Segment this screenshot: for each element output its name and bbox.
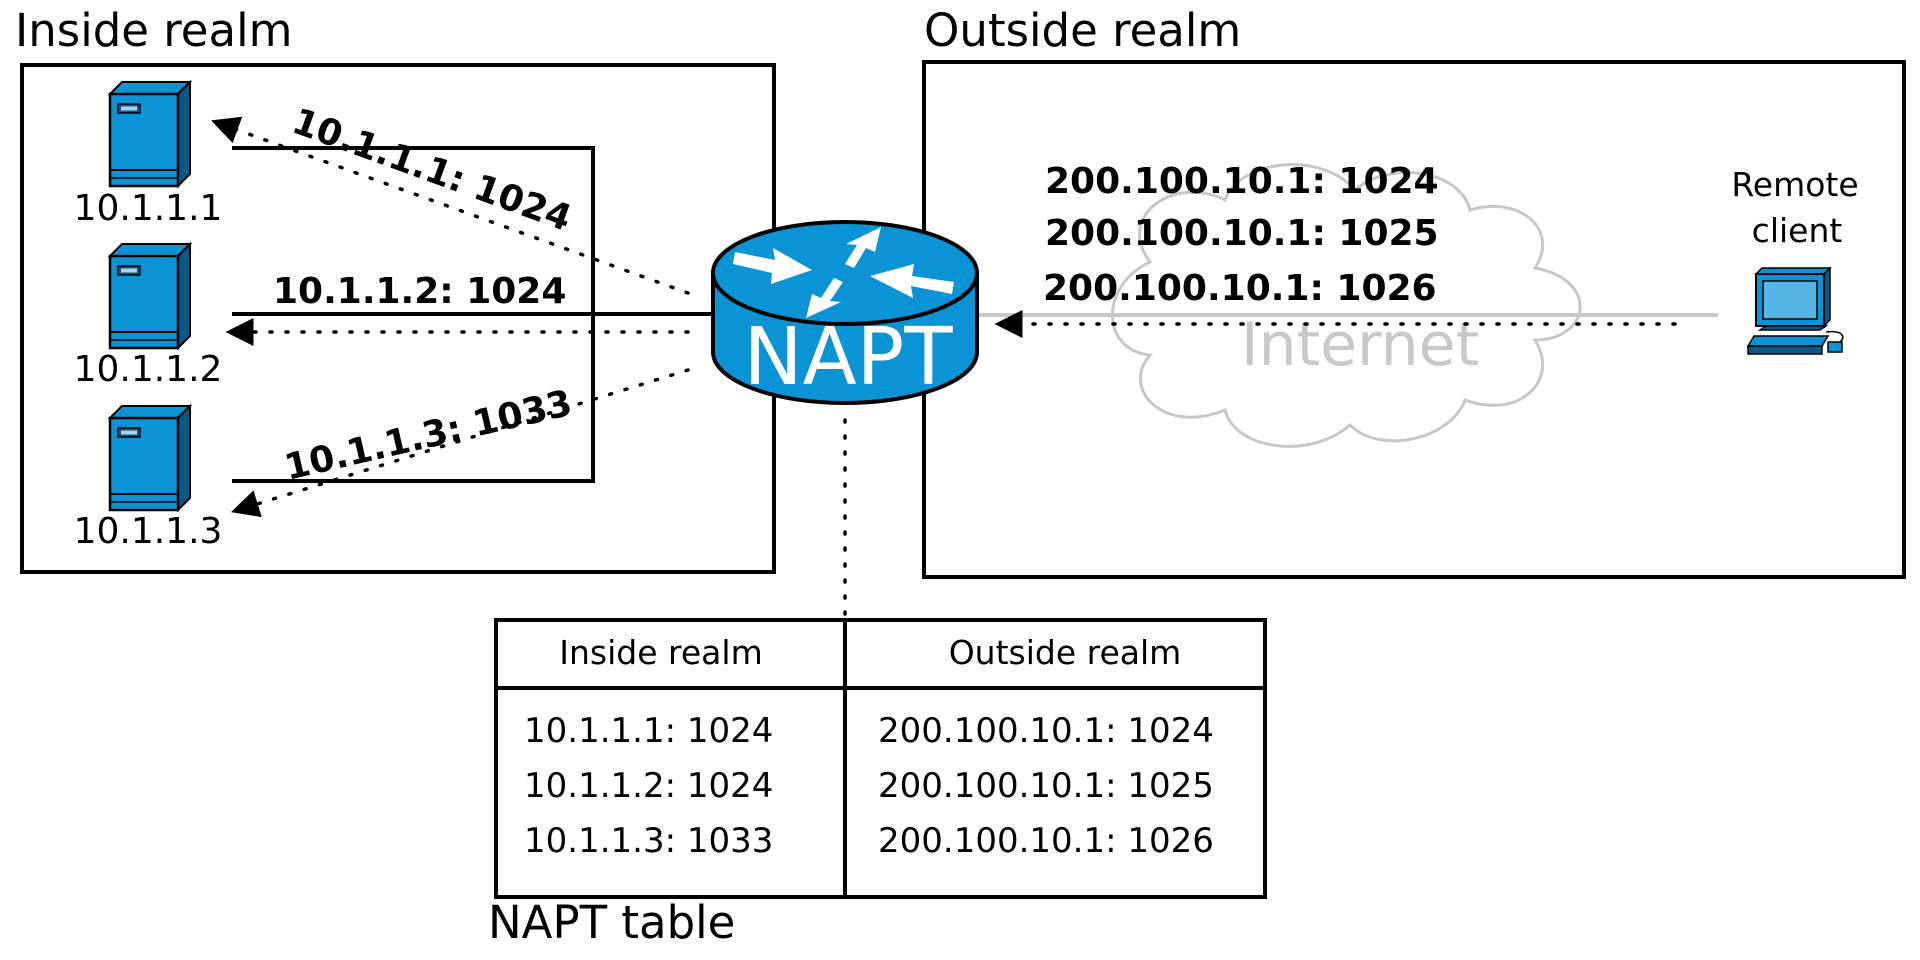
host-label: 10.1.1.1 <box>74 188 223 229</box>
table-cell: 10.1.1.1: 1024 <box>524 711 773 751</box>
internet-label: Internet <box>1241 310 1479 380</box>
router-label: NAPT <box>743 311 953 403</box>
table-cell: 200.100.10.1: 1024 <box>878 711 1214 751</box>
table-cell: 10.1.1.3: 1033 <box>524 821 773 861</box>
outside-realm-title: Outside realm <box>924 4 1241 57</box>
table-header-outside: Outside realm <box>949 633 1182 672</box>
remote-client-label: client <box>1752 211 1843 250</box>
router-icon <box>711 220 979 405</box>
host-label: 10.1.1.3 <box>74 511 223 552</box>
inside-links <box>232 146 720 483</box>
mapping-label: 200.100.10.1: 1024 <box>1045 161 1439 202</box>
server-icon <box>108 404 192 512</box>
napt-table <box>494 618 1267 899</box>
table-caption: NAPT table <box>488 896 735 949</box>
flow-arrows <box>211 116 1677 617</box>
flow-label: 10.1.1.1: 1024 <box>287 101 577 240</box>
server-icon <box>108 242 192 350</box>
host-label: 10.1.1.2 <box>74 349 223 390</box>
flow-label: 10.1.1.2: 1024 <box>273 271 566 312</box>
flow-label: 10.1.1.3: 1033 <box>281 383 576 489</box>
inside-realm-title: Inside realm <box>15 4 292 57</box>
mapping-label: 200.100.10.1: 1025 <box>1045 213 1439 254</box>
mapping-label: 200.100.10.1: 1026 <box>1043 268 1437 309</box>
table-cell: 200.100.10.1: 1026 <box>878 821 1214 861</box>
internet-cloud-icon <box>1111 163 1582 448</box>
remote-client-label: Remote <box>1731 165 1858 204</box>
computer-icon <box>1746 266 1844 355</box>
table-cell: 200.100.10.1: 1025 <box>878 766 1214 806</box>
table-cell: 10.1.1.2: 1024 <box>524 766 773 806</box>
server-icon <box>108 80 192 188</box>
table-header-inside: Inside realm <box>559 633 762 672</box>
